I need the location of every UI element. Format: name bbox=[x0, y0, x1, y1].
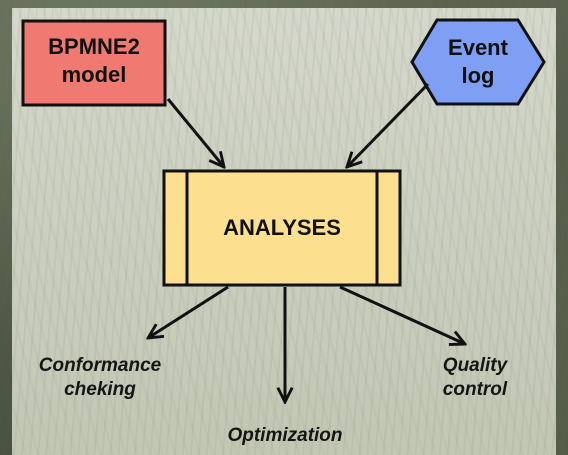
bpmne2-model-label: BPMNE2 model bbox=[23, 33, 165, 88]
bpmne2-model-box bbox=[21, 19, 167, 107]
quality-line1: Quality bbox=[442, 355, 508, 376]
event-log-line1: Event bbox=[448, 35, 508, 60]
conformance-line1: Conformance bbox=[38, 355, 162, 376]
conformance-checking-label: Conformance cheking bbox=[20, 354, 180, 402]
optimization-label: Optimization bbox=[227, 425, 343, 446]
quality-line2: control bbox=[442, 378, 508, 400]
arrow-eventlog-to-analyses bbox=[347, 82, 430, 167]
event-log-hexagon bbox=[410, 18, 546, 106]
event-log-line2: log bbox=[461, 62, 495, 88]
arrow-bpmne2-to-analyses bbox=[166, 98, 224, 167]
quality-control-label: Quality control bbox=[420, 354, 530, 402]
analyses-label: ANALYSES bbox=[223, 215, 341, 240]
arrow-to-quality bbox=[339, 285, 465, 344]
arrow-to-conformance bbox=[148, 285, 229, 338]
bpmne2-line1: BPMNE2 bbox=[48, 34, 140, 59]
conformance-line2: cheking bbox=[64, 378, 136, 400]
analyses-box bbox=[162, 169, 402, 287]
bpmne2-line2: model bbox=[61, 61, 127, 87]
event-log-label: Event log bbox=[420, 34, 536, 89]
